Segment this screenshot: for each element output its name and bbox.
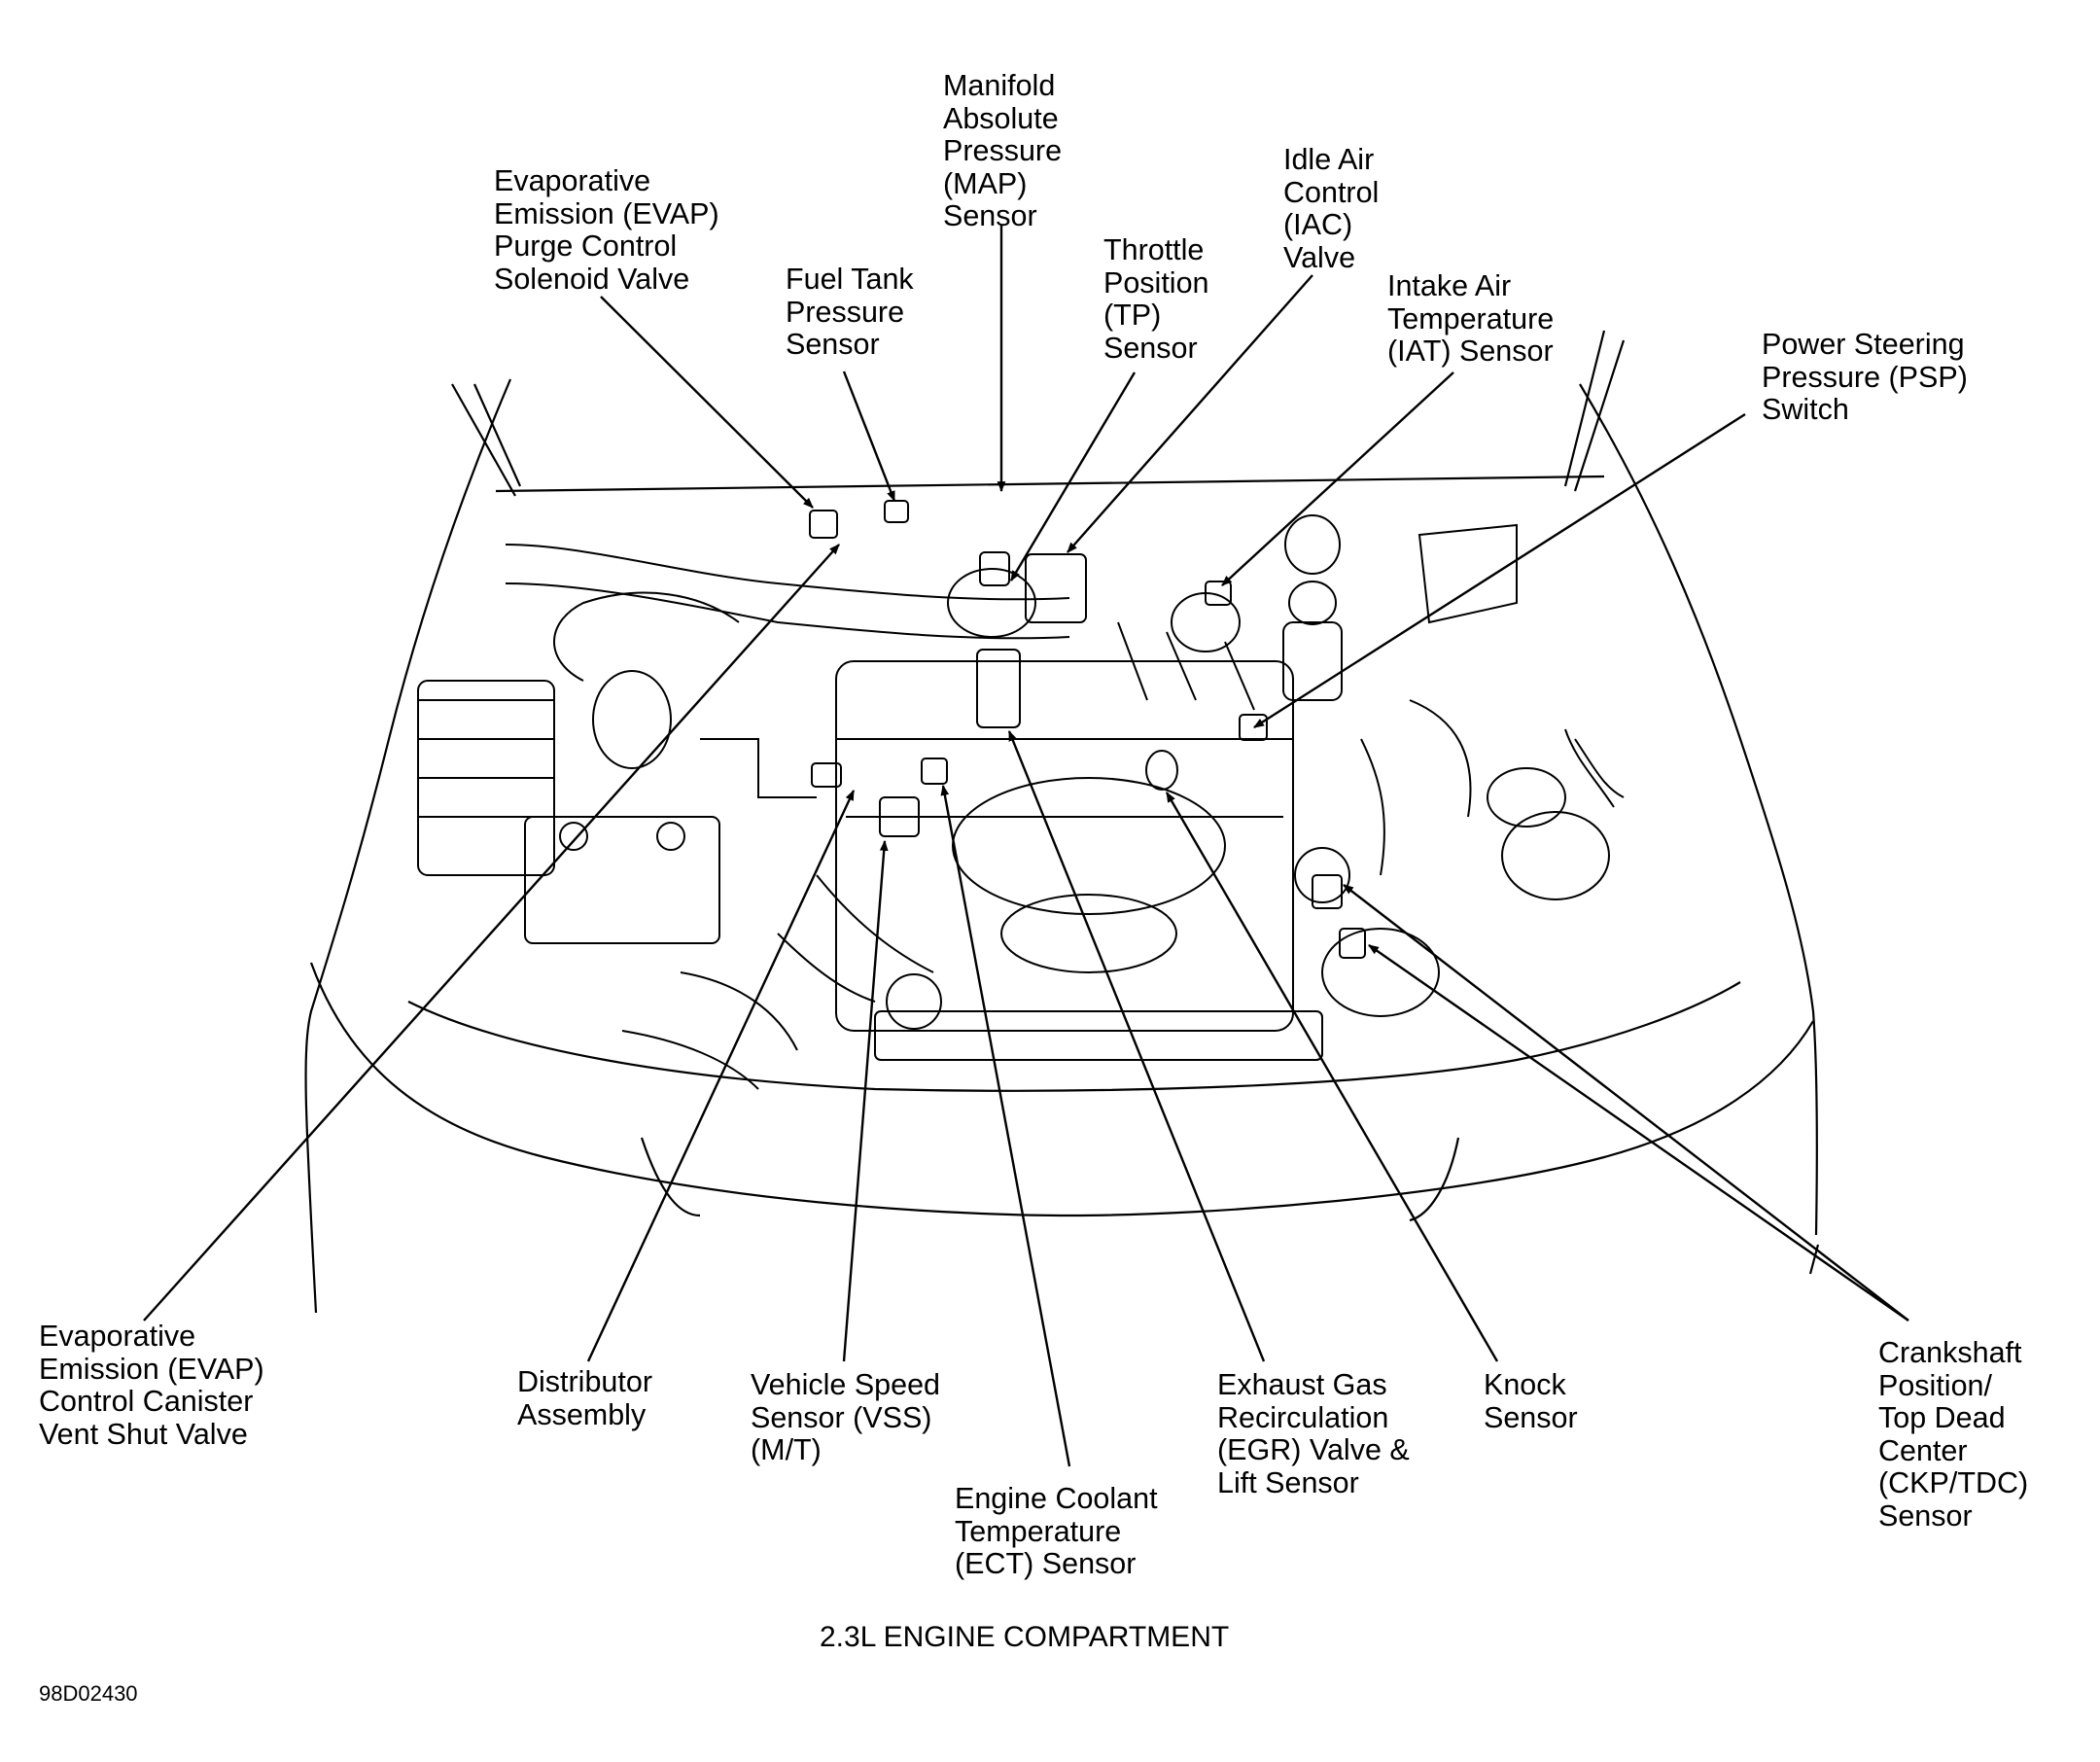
label-psp-switch: Power Steering Pressure (PSP) Switch bbox=[1762, 328, 1968, 426]
leader-evap-vent bbox=[143, 544, 840, 1322]
leader-knock bbox=[1165, 792, 1499, 1362]
diagram-caption: 2.3L ENGINE COMPARTMENT bbox=[820, 1621, 1230, 1653]
figure-id: 98D02430 bbox=[39, 1681, 138, 1706]
leader-tp bbox=[1009, 371, 1137, 581]
engine-components bbox=[417, 500, 1625, 1090]
leader-psp bbox=[1253, 412, 1746, 729]
label-ckp-tdc-sensor: Crankshaft Position/ Top Dead Center (CK… bbox=[1878, 1336, 2029, 1533]
label-vss: Vehicle Speed Sensor (VSS) (M/T) bbox=[751, 1368, 941, 1466]
label-iat-sensor: Intake Air Temperature (IAT) Sensor bbox=[1387, 269, 1555, 368]
label-fuel-tank-pressure-sensor: Fuel Tank Pressure Sensor bbox=[786, 263, 914, 361]
leader-iac bbox=[1067, 274, 1313, 553]
label-ect-sensor: Engine Coolant Temperature (ECT) Sensor bbox=[955, 1482, 1158, 1580]
label-tp-sensor: Throttle Position (TP) Sensor bbox=[1103, 233, 1209, 365]
label-iac-valve: Idle Air Control (IAC) Valve bbox=[1283, 143, 1380, 274]
label-knock-sensor: Knock Sensor bbox=[1484, 1368, 1578, 1434]
leader-egr bbox=[1007, 729, 1266, 1362]
leader-ckp-1 bbox=[1343, 884, 1909, 1322]
leader-distributor bbox=[586, 790, 856, 1362]
leader-ect bbox=[940, 784, 1071, 1467]
label-evap-purge-valve: Evaporative Emission (EVAP) Purge Contro… bbox=[494, 164, 719, 296]
label-map-sensor: Manifold Absolute Pressure (MAP) Sensor bbox=[943, 69, 1063, 232]
leader-ckp-2 bbox=[1368, 944, 1909, 1322]
label-evap-vent-shut-valve: Evaporative Emission (EVAP) Control Cani… bbox=[39, 1320, 264, 1451]
leader-lines bbox=[143, 226, 1909, 1467]
leader-vss bbox=[842, 839, 889, 1362]
car-body-outline bbox=[304, 330, 1820, 1314]
leader-fuel-tank bbox=[842, 370, 896, 503]
label-distributor-assembly: Distributor Assembly bbox=[517, 1365, 652, 1431]
label-egr-valve: Exhaust Gas Recirculation (EGR) Valve & … bbox=[1217, 1368, 1410, 1499]
leader-iat bbox=[1221, 371, 1454, 586]
leader-evap-purge bbox=[600, 296, 814, 509]
